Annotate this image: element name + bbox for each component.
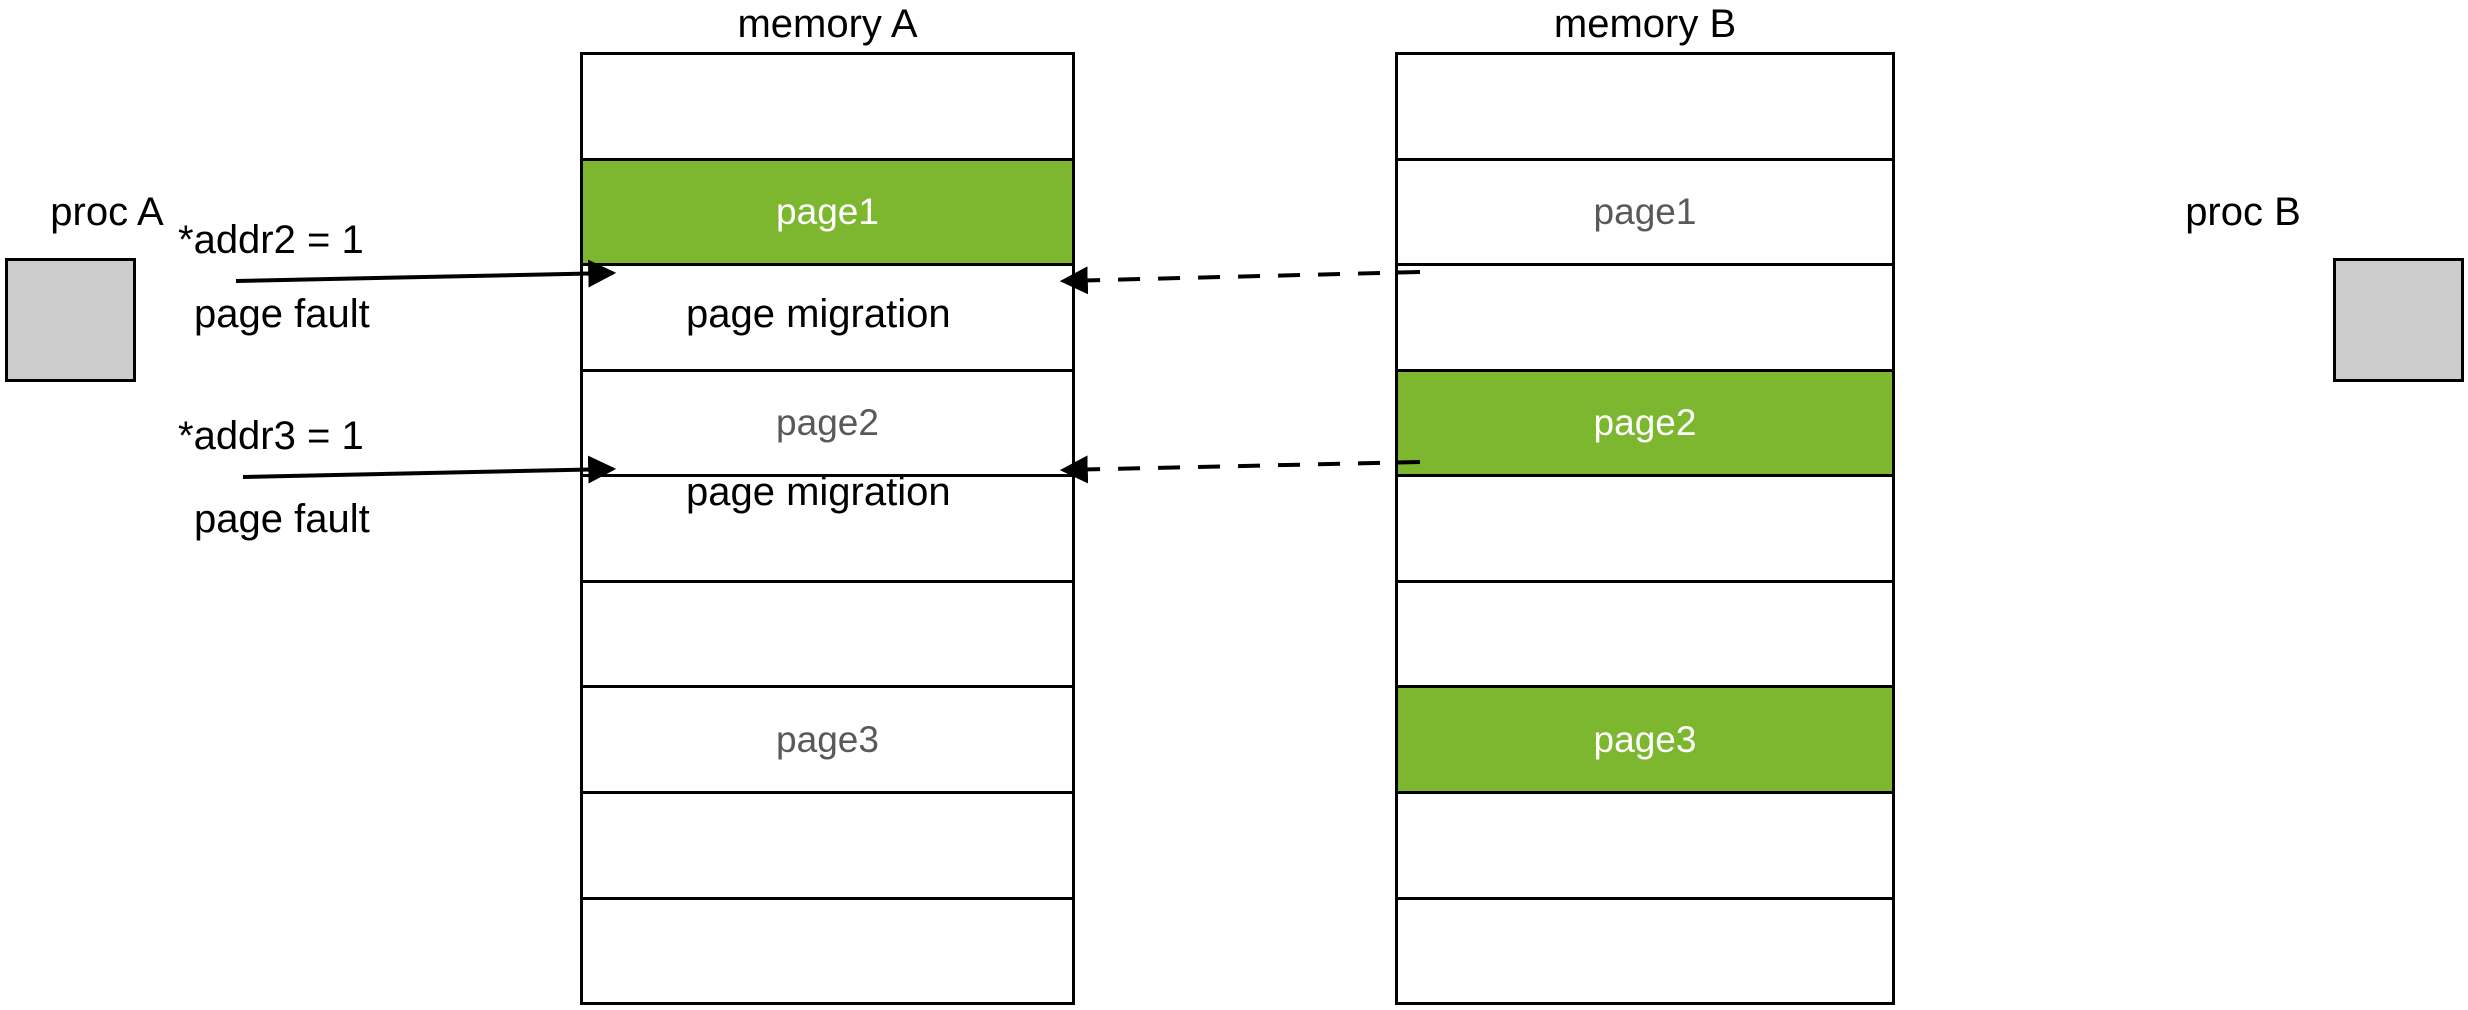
memory-b-row-0	[1398, 55, 1892, 161]
memory-b-row-8	[1398, 899, 1892, 1003]
memory-a-row-8	[583, 899, 1072, 1003]
memory-a-row-7	[583, 793, 1072, 900]
memory-b-row-1: page1	[1398, 160, 1892, 267]
page-migration-3-arrow	[1059, 455, 1421, 484]
page-migration-2-arrow	[1059, 266, 1421, 295]
memory-b-row-2	[1398, 266, 1892, 372]
memory-a-row-6-label: page3	[776, 719, 879, 761]
memory-a-row-1-label: page1	[776, 191, 879, 233]
memory-b-row-3-label: page2	[1593, 402, 1697, 444]
memory-a-row-3-label: page2	[776, 402, 879, 444]
page-fault-3-arrow	[242, 455, 617, 484]
page-fault-2-arrow	[235, 259, 617, 288]
proc-b-box	[2333, 258, 2464, 382]
memory-b-row-7	[1398, 793, 1892, 900]
memory-a-row-6: page3	[583, 688, 1072, 794]
memory-b-column: page1 page2 page3	[1395, 52, 1895, 1005]
addr3-assignment-label: *addr3 = 1	[178, 414, 364, 458]
page-migration-2-label: page migration	[686, 292, 951, 336]
memory-a-row-5	[583, 582, 1072, 689]
memory-a-title: memory A	[737, 2, 918, 46]
memory-b-row-3: page2	[1398, 371, 1892, 478]
memory-a-row-0	[583, 55, 1072, 161]
proc-b-label: proc B	[2185, 190, 2301, 234]
addr2-assignment-label: *addr2 = 1	[178, 218, 364, 262]
memory-a-row-1: page1	[583, 160, 1072, 267]
memory-b-row-6-label: page3	[1593, 719, 1697, 761]
memory-a-row-3: page2	[583, 371, 1072, 478]
proc-a-label: proc A	[50, 190, 164, 234]
memory-b-row-5	[1398, 582, 1892, 689]
page-migration-3-label: page migration	[686, 470, 951, 514]
proc-a-box	[5, 258, 136, 382]
memory-b-title: memory B	[1553, 2, 1737, 46]
memory-b-row-1-label: page1	[1593, 191, 1697, 233]
memory-b-row-4	[1398, 477, 1892, 583]
memory-a-column: page1 page2 page3	[580, 52, 1075, 1005]
memory-a-row-4	[583, 477, 1072, 583]
memory-b-row-6: page3	[1398, 688, 1892, 794]
page-fault-3-label: page fault	[194, 497, 370, 541]
memory-a-row-2	[583, 266, 1072, 372]
page-fault-2-label: page fault	[194, 292, 370, 336]
